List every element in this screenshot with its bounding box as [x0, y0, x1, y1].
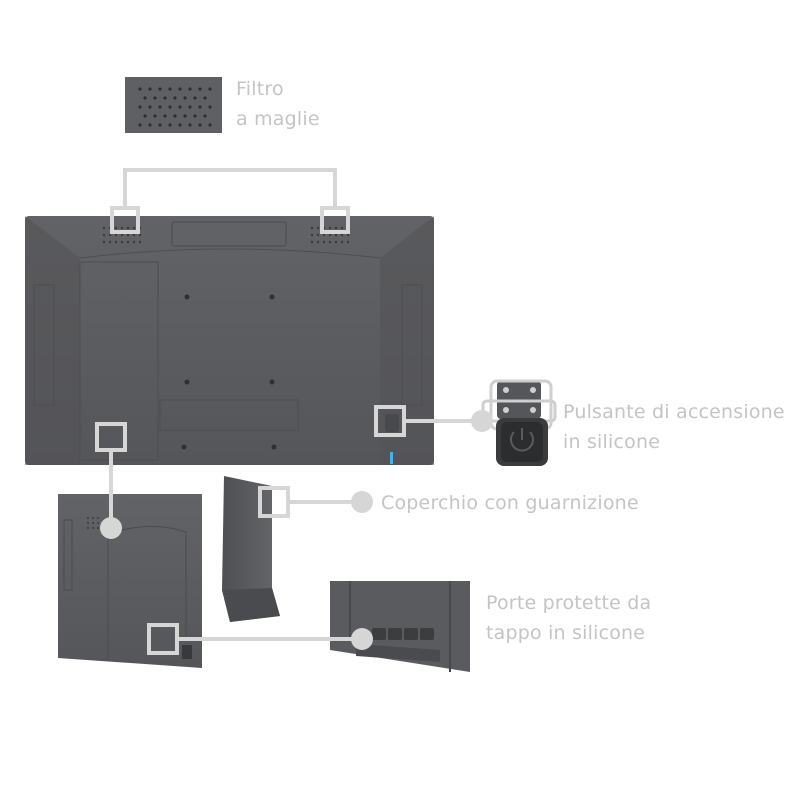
gasket-cover-part — [222, 476, 280, 622]
monitor-back-view — [25, 216, 434, 465]
vent-holes-left — [102, 226, 142, 244]
gasket-cover-label: Coperchio con guarnizione — [381, 488, 639, 518]
ports-label: Porte protette da tappo in silicone — [486, 588, 651, 648]
callout-lines — [95, 168, 482, 655]
ports-label-line1: Porte protette da — [486, 592, 652, 614]
power-button-detail — [481, 379, 557, 466]
gasket-cover-label-line1: Coperchio con guarnizione — [381, 492, 639, 514]
ports-closeup — [330, 581, 470, 672]
mesh-filter-label: Filtro a maglie — [236, 74, 320, 134]
vent-holes-right — [310, 226, 350, 244]
callout-dots — [100, 410, 493, 650]
power-button-label: Pulsante di accensione in silicone — [563, 397, 785, 457]
mesh-filter-swatch — [125, 77, 222, 133]
ports-label-line2: tappo in silicone — [486, 622, 646, 644]
power-button-label-line1: Pulsante di accensione — [563, 401, 785, 423]
power-button-label-line2: in silicone — [563, 431, 661, 453]
side-view-left — [58, 494, 202, 668]
mesh-filter-label-line2: a maglie — [236, 108, 320, 130]
led-indicator — [390, 452, 393, 464]
mesh-filter-label-line1: Filtro — [236, 78, 284, 100]
